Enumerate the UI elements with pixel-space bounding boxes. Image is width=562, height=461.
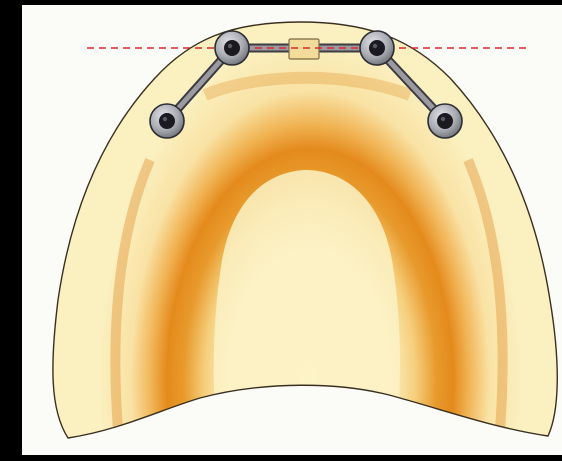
bar-clip xyxy=(289,39,319,59)
implant-2 xyxy=(360,31,394,65)
implant-4 xyxy=(428,104,462,138)
maxilla-implant-bar-illustration xyxy=(22,5,562,455)
implant-3 xyxy=(150,104,184,138)
illustration-panel xyxy=(22,5,562,455)
implant-1 xyxy=(215,31,249,65)
edentulous-maxilla xyxy=(53,22,557,438)
